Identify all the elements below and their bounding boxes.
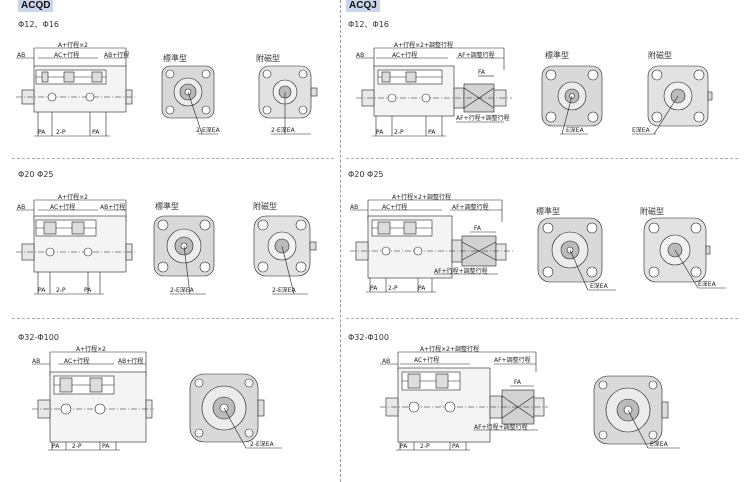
svg-text:A+行程×2: A+行程×2 [76,345,106,353]
svg-text:AB: AB [356,52,364,59]
svg-text:AC+行程: AC+行程 [50,203,75,211]
size-label: Φ32-Φ100 [348,333,389,342]
svg-text:AB+行程: AB+行程 [104,51,129,59]
view-label-magnetic: 附磁型 [648,51,672,60]
svg-text:2-P: 2-P [388,285,398,292]
section-title-acqd: ACQD [18,0,54,12]
svg-text:AF+調整行程: AF+調整行程 [458,51,495,59]
view-label-standard: 標準型 [155,202,179,211]
end-view-standard: E深EA [537,217,616,291]
side-view-drawing: A+行程×2 AC+行程 AB+行程 AB PA 2-P PA [16,41,136,137]
svg-text:PA: PA [52,443,60,450]
svg-text:E深EA: E深EA [632,126,651,134]
svg-text:PA: PA [370,285,378,292]
svg-text:E深EA: E深EA [566,126,585,134]
column-divider [340,0,341,482]
svg-text:AC+行程: AC+行程 [54,51,79,59]
svg-text:2-E深EA: 2-E深EA [250,440,275,448]
end-view-magnetic: E深EA [632,65,713,135]
svg-text:AB: AB [382,358,390,365]
end-view-magnetic: 2-E深EA [253,215,317,295]
svg-text:E深EA: E深EA [698,280,717,288]
end-view-magnetic: E深EA [643,217,726,289]
svg-text:AB: AB [17,204,25,211]
svg-text:FA: FA [478,69,486,76]
row-divider [346,158,738,159]
svg-text:PA: PA [452,443,460,450]
view-label-standard: 標準型 [163,54,187,63]
svg-text:AB+行程: AB+行程 [118,357,143,365]
svg-text:AF+行程+調整行程: AF+行程+調整行程 [474,423,528,431]
svg-text:AF+行程+調整行程: AF+行程+調整行程 [434,267,488,275]
svg-text:AF+調整行程: AF+調整行程 [494,356,531,364]
svg-text:AC+行程: AC+行程 [64,357,89,365]
svg-text:A+行程×2+調整行程: A+行程×2+調整行程 [392,193,451,201]
svg-text:AF+調整行程: AF+調整行程 [452,203,489,211]
svg-text:AC+行程: AC+行程 [392,51,417,59]
svg-text:2-E深EA: 2-E深EA [196,126,221,134]
svg-text:2-P: 2-P [394,129,404,136]
svg-text:A+行程×2: A+行程×2 [58,41,88,49]
end-view-standard: E深EA [541,65,603,135]
side-view-drawing: A+行程×2 AC+行程 AB+行程 AB PA 2-P PA [16,193,136,295]
svg-text:AB: AB [17,52,25,59]
end-view-magnetic: 2-E深EA [258,65,318,135]
svg-text:PA: PA [38,287,46,294]
svg-text:AC+行程: AC+行程 [414,356,439,364]
side-view-drawing: A+行程×2+調整行程 AC+行程 AF+調整行程 FA AB AF+行程+調整… [350,193,514,293]
view-label-standard: 標準型 [545,51,569,60]
row-divider [12,158,334,159]
svg-text:2-P: 2-P [72,443,82,450]
side-view-drawing: A+行程×2+調整行程 AC+行程 AF+調整行程 FA AB AF+行程+調整… [356,41,512,137]
size-label: Φ20 Φ25 [18,170,54,179]
svg-text:2-P: 2-P [56,287,66,294]
size-label: Φ20 Φ25 [348,170,384,179]
svg-text:A+行程×2+調整行程: A+行程×2+調整行程 [420,345,479,353]
row-divider [346,318,738,319]
svg-text:AC+行程: AC+行程 [382,203,407,211]
view-label-standard: 標準型 [536,207,560,216]
svg-text:PA: PA [84,287,92,294]
end-view-standard: 2-E深EA [161,65,221,135]
svg-text:2-P: 2-P [56,129,66,136]
svg-text:AB: AB [32,358,40,365]
svg-text:A+行程×2+調整行程: A+行程×2+調整行程 [394,41,453,49]
svg-text:2-E深EA: 2-E深EA [271,126,296,134]
svg-text:PA: PA [418,285,426,292]
svg-text:AB+行程: AB+行程 [100,203,125,211]
size-label: Φ12、Φ16 [18,20,59,29]
row-divider [12,318,334,319]
size-label: Φ32-Φ100 [18,333,59,342]
svg-text:PA: PA [38,129,46,136]
svg-text:AB: AB [350,204,358,211]
svg-text:2-E深EA: 2-E深EA [272,286,297,294]
side-view-drawing: A+行程×2+調整行程 AC+行程 AF+調整行程 FA AB AF+行程+調整… [380,345,548,451]
svg-text:FA: FA [514,379,522,386]
view-label-magnetic: 附磁型 [256,54,280,63]
view-label-magnetic: 附磁型 [640,207,664,216]
svg-text:PA: PA [400,443,408,450]
svg-text:PA: PA [92,129,100,136]
size-label: Φ12、Φ16 [348,20,389,29]
section-title-acqj: ACQJ [346,0,380,12]
side-view-drawing: A+行程×2 AC+行程 AB+行程 AB PA 2-P PA [32,345,154,451]
svg-text:PA: PA [428,129,436,136]
svg-text:PA: PA [376,129,384,136]
svg-text:E深EA: E深EA [590,282,609,290]
end-view-standard: E深EA [593,375,680,449]
svg-text:2-E深EA: 2-E深EA [170,286,195,294]
end-view-standard: 2-E深EA [189,373,282,449]
svg-text:2-P: 2-P [420,443,430,450]
svg-text:PA: PA [102,443,110,450]
svg-text:E深EA: E深EA [650,440,669,448]
view-label-magnetic: 附磁型 [253,202,277,211]
svg-text:A+行程×2: A+行程×2 [58,193,88,201]
svg-text:AF+行程+調整行程: AF+行程+調整行程 [456,114,510,122]
end-view-standard: 2-E深EA [153,215,215,295]
svg-text:FA: FA [474,225,482,232]
